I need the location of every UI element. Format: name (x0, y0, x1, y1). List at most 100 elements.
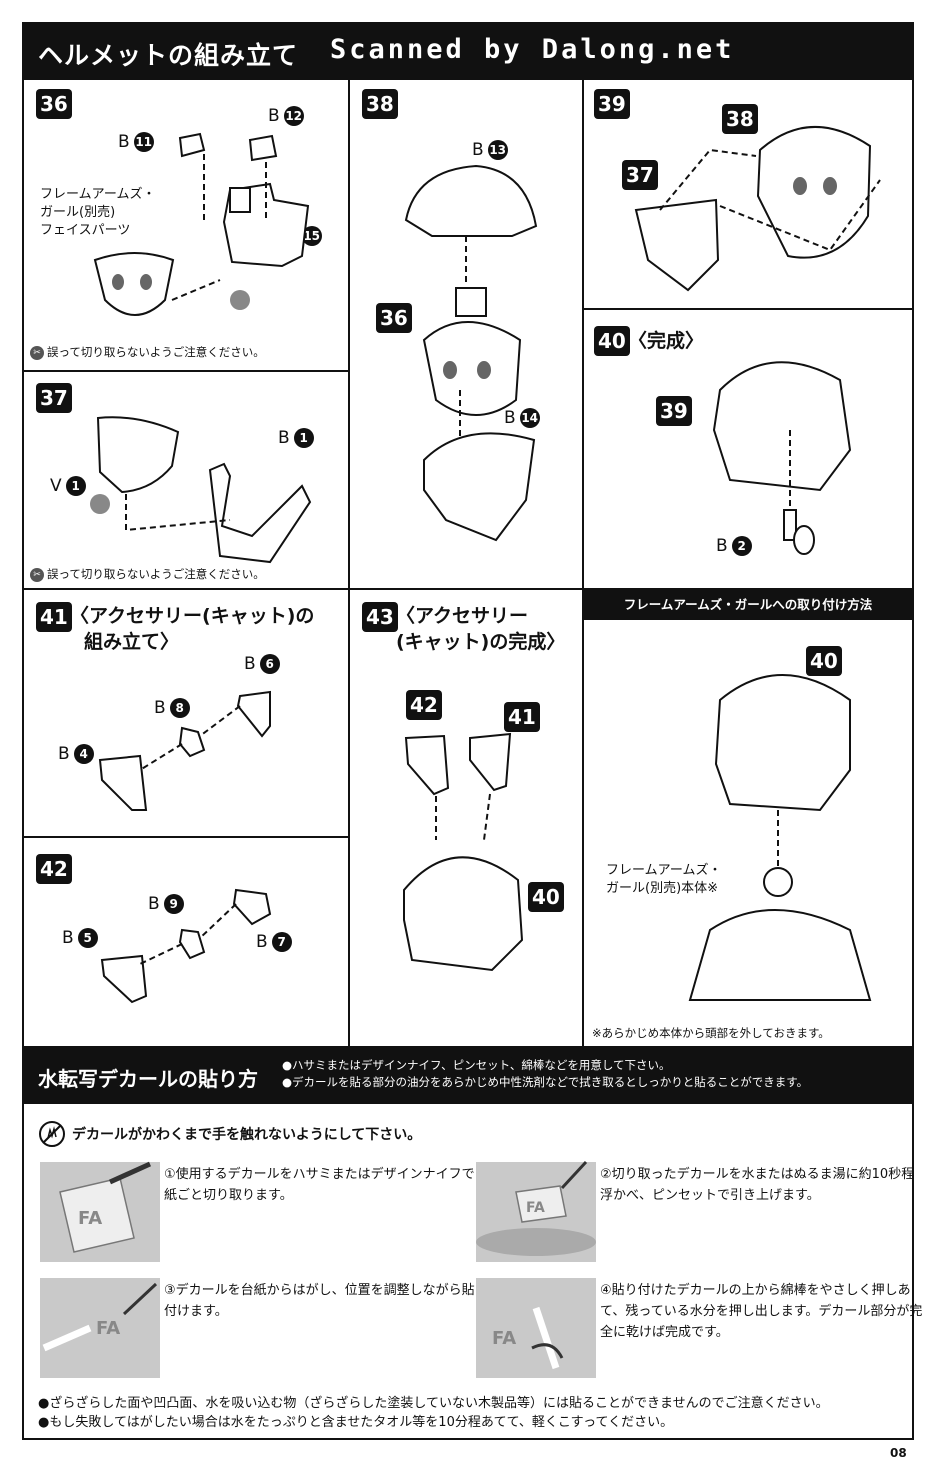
svg-text:FA: FA (96, 1318, 120, 1339)
decal-footer-notes: ●ざらざらした面や凹凸面、水を吸い込む物（ざらざらした塗装していない木製品等）に… (38, 1396, 829, 1430)
svg-text:FA: FA (78, 1208, 102, 1229)
part-v1-visor (96, 416, 180, 494)
decal-step-2-photo: FA (476, 1160, 596, 1262)
part-b9 (178, 928, 206, 960)
helmet-with-face (756, 126, 872, 259)
svg-text:FA: FA (526, 1200, 545, 1216)
part-b14-helmet-back (423, 432, 536, 542)
header-bar: ヘルメットの組み立て Scanned by Dalong.net (24, 24, 912, 80)
svg-text:FA: FA (492, 1328, 516, 1349)
step-40-illustration (712, 361, 852, 555)
grid-divider (24, 370, 349, 372)
ref-36: 36 (376, 303, 412, 333)
part-b7 (232, 888, 272, 926)
step-41-number: 41 (36, 602, 72, 632)
step-42-number: 42 (36, 854, 72, 884)
step-41-illustration (98, 690, 271, 811)
decal-step-2-text: ②切り取ったデカールを水またはぬるま湯に約10秒程浮かべ、ピンセットで引き上げま… (600, 1167, 915, 1203)
part-b11 (178, 132, 206, 158)
neck-ball (763, 867, 793, 897)
attach-note: ※あらかじめ本体から頭部を外しておきます。 (592, 1026, 830, 1040)
step-43-title: 〈アクセサリー(キャット)の完成〉 (396, 605, 566, 653)
grid-divider (24, 588, 912, 590)
face-parts-label: フレームアームズ・ガール(別売)フェイスパーツ (40, 187, 156, 238)
caution-note: ✂誤って切り取らないようご注意ください。 (30, 566, 265, 582)
cat-ear-41 (469, 732, 512, 792)
ref-38: 38 (722, 104, 758, 134)
peg (455, 287, 487, 317)
no-touch-icon (39, 1121, 65, 1147)
ref-37: 37 (622, 160, 658, 190)
step-37-illustration (90, 416, 312, 564)
part-b13-helmet-top (404, 164, 538, 237)
decal-step-1-photo: FA (40, 1161, 160, 1262)
part-b6 (236, 690, 271, 738)
part-b1-frame (208, 462, 312, 564)
body-torso (688, 909, 872, 1001)
ref-40: 40 (806, 646, 842, 676)
step-39-illustration (634, 126, 881, 292)
grid-divider (348, 80, 350, 1046)
attach-title: フレームアームズ・ガールへの取り付け方法 (623, 597, 873, 612)
ref-40: 40 (528, 882, 564, 912)
decal-step-4-photo: FA (476, 1278, 596, 1378)
decal-warning: デカールがかわくまで手を触れないようにして下さい。 (72, 1127, 422, 1143)
body-label: フレームアームズ・ガール(別売)本体※ (606, 863, 722, 896)
grid-divider (582, 80, 584, 1046)
part-b4 (98, 754, 148, 811)
step-38-number: 38 (362, 89, 398, 119)
face-head (422, 321, 522, 416)
ref-42: 42 (406, 690, 442, 720)
step-36-illustration (93, 132, 310, 316)
decal-step-3-photo: FA (40, 1278, 160, 1378)
step-42-illustration (100, 888, 272, 1004)
part-b5 (100, 954, 148, 1004)
caution-note: ✂誤って切り取らないようご注意ください。 (30, 344, 265, 360)
step-38-illustration (404, 164, 538, 542)
step-41-title: 〈アクセサリー(キャット)の組み立て〉 (70, 605, 315, 653)
completed-helmet (712, 361, 852, 492)
step-39-number: 39 (594, 89, 630, 119)
decal-header-bar: 水転写デカールの貼り方 ●ハサミまたはデザインナイフ、ピンセット、綿棒などを用意… (24, 1046, 912, 1104)
decal-title: 水転写デカールの貼り方 (38, 1067, 258, 1091)
helmet-40 (403, 856, 524, 972)
page-title: ヘルメットの組み立て (38, 41, 299, 70)
visor-part (634, 198, 720, 292)
step-36-number: 36 (36, 89, 72, 119)
cat-ear-42 (404, 734, 450, 796)
attach-title-bar: フレームアームズ・ガールへの取り付け方法 (584, 590, 912, 620)
helmet-40 (714, 674, 851, 812)
grid-divider (582, 308, 912, 310)
step-37-number: 37 (36, 383, 72, 413)
part-b8 (178, 726, 206, 758)
step-43-illustration (403, 732, 524, 972)
page-frame (22, 22, 914, 1440)
decal-prep-notes: ●ハサミまたはデザインナイフ、ピンセット、綿棒などを用意して下さい。●デカールを… (282, 1058, 809, 1089)
scan-credit: Scanned by Dalong.net (330, 34, 735, 65)
face-part (93, 252, 175, 316)
step-40-title: 〈完成〉 (628, 330, 705, 352)
ref-41: 41 (504, 702, 540, 732)
step-43-number: 43 (362, 602, 398, 632)
warning-icon: ✂ (30, 567, 44, 582)
page-number: 08 (890, 1446, 907, 1460)
decal-step-3-text: ③デカールを台紙からはがし、位置を調整しながら貼り付けます。 (164, 1283, 488, 1319)
decal-step-1-text: ①使用するデカールをハサミまたはデザインナイフで台紙ごと切り取ります。 (164, 1167, 488, 1203)
step-40-number: 40 (594, 326, 630, 356)
grid-divider (24, 836, 349, 838)
peg (229, 187, 251, 213)
ref-39: 39 (656, 396, 692, 426)
warning-icon: ✂ (30, 345, 44, 360)
part-b12 (248, 134, 278, 162)
